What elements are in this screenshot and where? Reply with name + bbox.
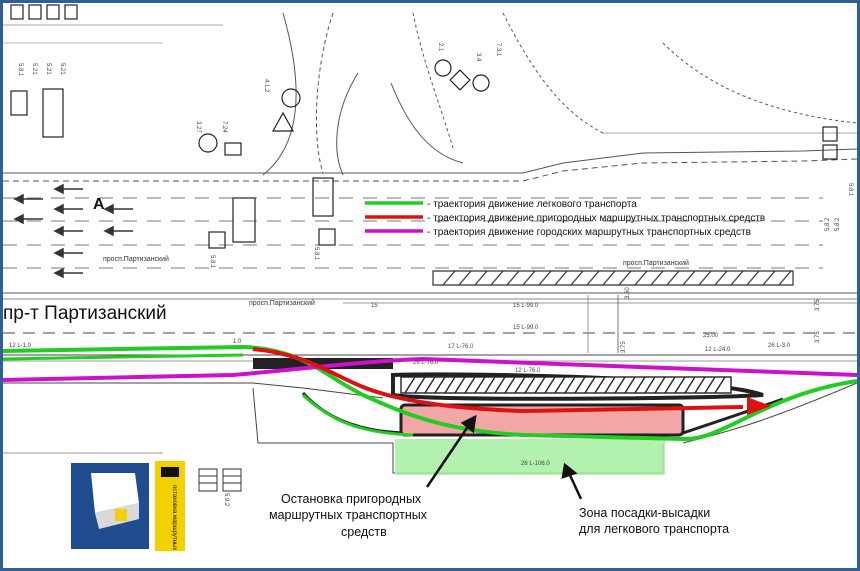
legend: - траектория движение легкового транспор… (365, 199, 765, 238)
dimension-label: 26 L-106.0 (521, 461, 550, 467)
dimension-label: 26 L-76.0 (413, 360, 439, 366)
dimension-label: 3.75 (815, 299, 821, 311)
lane-marker-letter: A (93, 196, 105, 213)
svg-text:Остановка пригородных: Остановка пригородных (281, 492, 422, 506)
sign-code: 5.8.1 (313, 247, 319, 261)
dimension-label: 12 L-76.0 (515, 368, 541, 374)
sign-code: 2.1 (437, 43, 443, 52)
dimension-label: 15 L-99.0 (513, 325, 539, 331)
stop-sign-text: остановка маршрутных (171, 485, 177, 550)
sign-code: 5.9.2 (223, 493, 229, 507)
car-drop-zone (395, 439, 665, 475)
sign-code: 3.4 (475, 53, 481, 62)
sign-code: 5.21 (45, 63, 51, 75)
suburban-route-arrowhead (747, 397, 771, 415)
road-scheme: A 5.8.1 5.21 5.21 5.21 3.27 7.24 4.1.2 2… (3, 4, 857, 551)
legend-label-suburban: - траектория движение пригородных маршру… (427, 213, 765, 224)
bus-stop-caption: Остановка пригородных маршрутных транспо… (269, 492, 428, 539)
sign-code: 5.8.2 (835, 217, 841, 231)
car-zone-caption: Зона посадки-высадки для легкового транс… (579, 506, 729, 536)
car-route-branch (301, 393, 414, 437)
street-name: пр-т Партизанский (3, 303, 167, 324)
legend-label-city: - траектория движение городских маршрутн… (427, 227, 751, 238)
hatched-platform (400, 376, 732, 394)
hatched-median (432, 270, 794, 286)
street-small-label: просп.Партизанский (249, 299, 315, 307)
dimension-label: 3.75 (815, 331, 821, 343)
car-route-line-secondary (3, 353, 244, 361)
street-small-label: просп.Партизанский (103, 255, 169, 263)
svg-text:Зона посадки-высадки: Зона посадки-высадки (579, 506, 710, 520)
dimension-label: 12 L-1.0 (9, 343, 32, 349)
svg-text:для легкового транспорта: для легкового транспорта (579, 522, 729, 536)
stop-sign-illustration: остановка маршрутных (71, 461, 185, 551)
dimension-label: 3.75 (621, 341, 627, 353)
lane-markings (3, 197, 823, 269)
sign-code: 7.3.1 (495, 43, 501, 57)
svg-text:средств: средств (341, 525, 387, 539)
callout-arrows (425, 414, 583, 500)
dimension-label: 12 L-24.0 (705, 347, 731, 353)
sign-code: 5.8.1 (209, 255, 215, 269)
sign-code: 4.1.2 (263, 79, 269, 93)
sign-code: 5.8.2 (825, 217, 831, 231)
suburban-route-line (252, 347, 744, 414)
lower-road-geometry (3, 295, 857, 474)
dimension-label: 15 L-99.0 (513, 303, 539, 309)
svg-text:маршрутных транспортных: маршрутных транспортных (269, 508, 428, 522)
dimension-labels: 15 15 L-99.0 15 L-99.0 17 L-76.0 12 L-76… (9, 287, 821, 467)
sign-code: 3.27 (195, 121, 201, 133)
sign-code-labels: 5.8.1 5.21 5.21 5.21 3.27 7.24 4.1.2 2.1… (17, 43, 853, 507)
road-signs-upper (10, 4, 838, 249)
dimension-label: 25.00 (703, 333, 719, 339)
dimension-label: 15 (371, 303, 378, 309)
city-route-line (3, 356, 857, 382)
sign-code: 5.21 (59, 63, 65, 75)
legend-label-car: - траектория движение легкового транспор… (427, 199, 637, 210)
street-small-label: просп.Партизанский (623, 259, 689, 267)
dimension-label: 17 L-76.0 (448, 344, 474, 350)
dimension-label: 1.0 (233, 339, 242, 345)
sign-tables (198, 468, 242, 492)
dimension-label: 26 L-3.0 (768, 343, 791, 349)
upper-road-geometry (3, 12, 857, 300)
lane-arrows (13, 183, 133, 279)
sign-code: 5.21 (31, 63, 37, 75)
dimension-label: 3.50 (625, 287, 631, 299)
sign-code: 5.8.1 (17, 63, 23, 77)
sign-code: 7.24 (221, 121, 227, 133)
sign-code: 5.8.1 (847, 183, 853, 197)
